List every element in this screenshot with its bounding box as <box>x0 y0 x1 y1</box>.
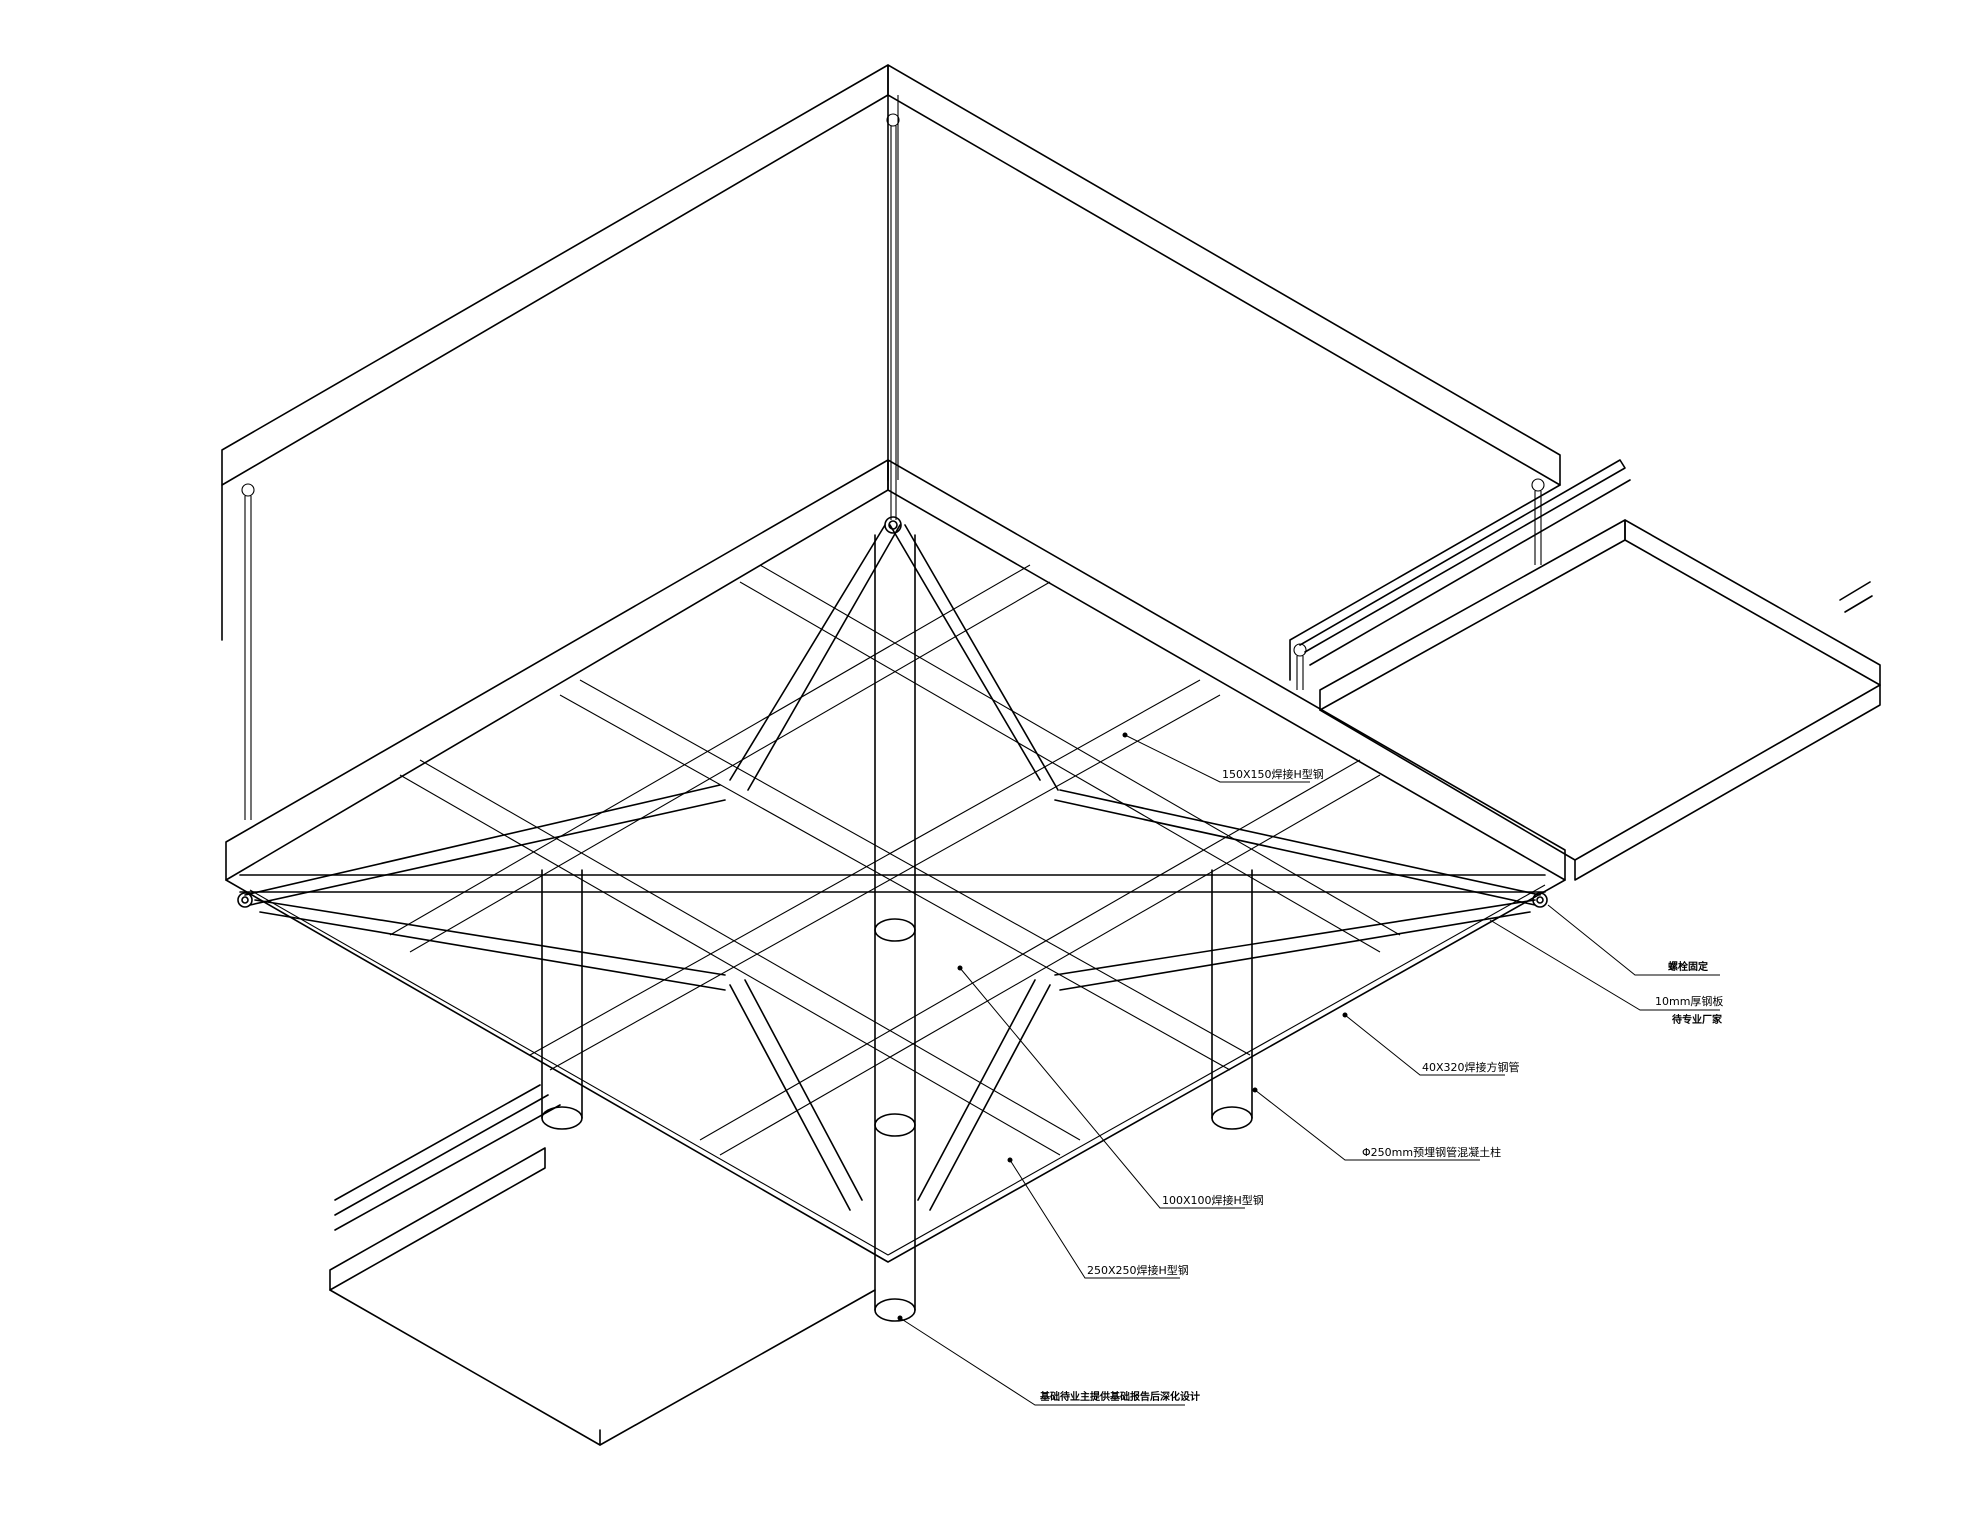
svg-text:基础待业主提供基础报告后深化设计: 基础待业主提供基础报告后深化设计 <box>1039 1390 1200 1403</box>
svg-text:Φ250mm预埋钢管混凝土柱: Φ250mm预埋钢管混凝土柱 <box>1362 1145 1501 1159</box>
side-columns <box>541 869 1253 1130</box>
hook-icon <box>886 113 900 127</box>
callout-pipe40: 40X320焊接方钢管 <box>1342 1012 1520 1076</box>
svg-text:40X320焊接方钢管: 40X320焊接方钢管 <box>1422 1060 1520 1074</box>
svg-text:10mm厚钢板: 10mm厚钢板 <box>1655 994 1723 1008</box>
lower-left-slab <box>329 1084 876 1446</box>
hook-icon <box>241 483 255 497</box>
svg-text:待专业厂家: 待专业厂家 <box>1672 1013 1723 1026</box>
callout-bolt: 螺栓固定 <box>1547 904 1720 976</box>
upper-ceiling-slab <box>221 64 1561 681</box>
callout-col250: Φ250mm预埋钢管混凝土柱 <box>1252 1087 1501 1161</box>
callout-foundation: 基础待业主提供基础报告后深化设计 <box>897 1315 1200 1406</box>
main-frame-rim <box>225 459 1566 1263</box>
corner-connectors <box>237 516 1548 908</box>
callout-h250: 250X250焊接H型钢 <box>1007 1157 1189 1279</box>
svg-text:250X250焊接H型钢: 250X250焊接H型钢 <box>1087 1263 1189 1277</box>
inner-beam-grid <box>239 564 1546 1156</box>
bolt-icon <box>884 516 902 534</box>
svg-text:螺栓固定: 螺栓固定 <box>1668 960 1708 973</box>
svg-text:100X100焊接H型钢: 100X100焊接H型钢 <box>1162 1193 1264 1207</box>
callouts: 150X150焊接H型钢 螺栓固定 10mm厚钢板 待专业厂家 40X320焊接… <box>897 732 1723 1406</box>
suspension-rods <box>241 113 1545 820</box>
bolt-icon <box>237 892 253 908</box>
right-side-slab <box>1299 459 1881 881</box>
central-column <box>874 534 916 1322</box>
callout-h150: 150X150焊接H型钢 <box>1122 732 1324 783</box>
hook-icon <box>1293 643 1307 657</box>
callout-plate: 10mm厚钢板 待专业厂家 <box>1489 919 1723 1026</box>
svg-text:150X150焊接H型钢: 150X150焊接H型钢 <box>1222 767 1324 781</box>
callout-h100: 100X100焊接H型钢 <box>957 965 1264 1209</box>
hook-icon <box>1531 478 1545 492</box>
bolt-icon <box>1532 892 1548 908</box>
